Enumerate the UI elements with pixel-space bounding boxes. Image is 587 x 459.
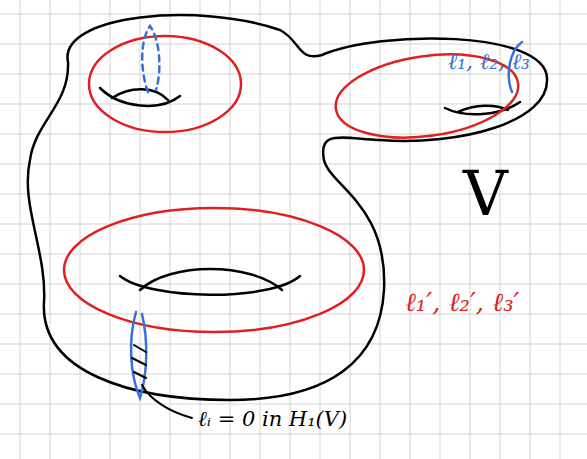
curve-set-label: ℓ₁, ℓ₂, ℓ₃	[448, 50, 530, 74]
handlebody-outline	[28, 15, 547, 400]
holes	[100, 88, 520, 295]
annotation-note: ℓᵢ = 0 in H₁(V)	[198, 408, 347, 431]
leader-line	[142, 385, 192, 418]
red-longitudes	[64, 36, 524, 332]
blue-meridians	[131, 26, 522, 398]
handlebody-name: V	[463, 160, 508, 228]
curve-set-label: ℓ₁′, ℓ₂′, ℓ₃′	[405, 288, 520, 317]
